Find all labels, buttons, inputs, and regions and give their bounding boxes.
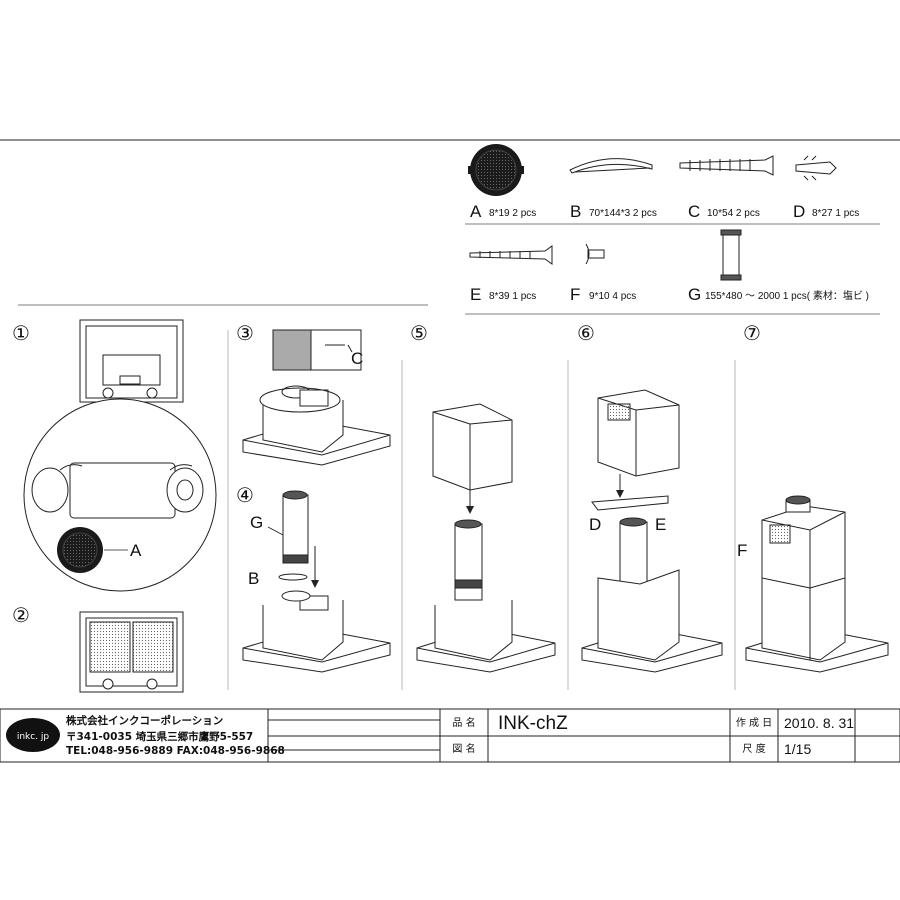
step-2-number: ② <box>12 603 30 627</box>
step-4-callout-b: B <box>248 569 259 588</box>
part-b-bracket-icon <box>569 158 653 174</box>
part-g-spec: 155*480 ～ 2000 1 pcs( 素材：塩ビ ) <box>705 289 869 302</box>
step-1-filter-a-icon <box>57 527 103 573</box>
step-6-duct <box>619 517 648 585</box>
part-d-spec: 8*27 1 pcs <box>812 208 859 219</box>
part-b-spec: 70*144*3 2 pcs <box>589 208 657 219</box>
step-4-hood-body <box>242 590 391 673</box>
step-7-hood-assembled <box>745 495 889 673</box>
company-name: 株式会社インクコーポレーション <box>66 714 223 727</box>
step-4-duct-g <box>282 490 309 564</box>
part-a-filter-icon <box>468 144 524 196</box>
step-6-bracket-e <box>591 495 669 511</box>
step-1-detail-circle <box>23 398 217 592</box>
part-b-letter: B <box>570 202 581 221</box>
part-e-letter: E <box>470 285 481 304</box>
company-phone: TEL:048-956-9889 FAX:048-956-9868 <box>66 745 285 757</box>
step-7-callout-f: F <box>737 541 747 560</box>
step-4-callout-g: G <box>250 513 263 532</box>
part-d-letter: D <box>793 202 805 221</box>
date-label: 作 成 日 <box>736 717 772 729</box>
step-5-number: ⑤ <box>410 321 428 345</box>
part-a-letter: A <box>470 202 482 221</box>
part-g-duct-icon <box>720 229 742 281</box>
step-6-callout-d: D <box>589 515 601 534</box>
step-6-cover <box>597 389 680 477</box>
step-3-hood-body <box>242 385 391 466</box>
step-6-hood-body <box>581 569 723 673</box>
step-6-number: ⑥ <box>577 321 595 345</box>
company-address: 〒341-0035 埼玉県三郷市鷹野5-557 <box>66 730 253 743</box>
scale-label: 尺 度 <box>742 742 765 755</box>
product-name: INK-chZ <box>498 713 568 734</box>
part-f-letter: F <box>570 285 580 304</box>
scale-value: 1/15 <box>784 741 811 757</box>
step-1-callout-a: A <box>130 541 142 560</box>
step-7-number: ⑦ <box>743 321 761 345</box>
step-2-hood-bottom-view <box>79 611 184 693</box>
part-e-spec: 8*39 1 pcs <box>489 291 536 302</box>
step-1-number: ① <box>12 321 30 345</box>
part-f-bolt-icon <box>585 243 605 265</box>
part-c-letter: C <box>688 202 700 221</box>
step-3-callout-c: C <box>351 349 363 368</box>
part-f-spec: 9*10 4 pcs <box>589 291 636 302</box>
part-g-letter: G <box>688 285 701 304</box>
part-a-spec: 8*19 2 pcs <box>489 208 536 219</box>
svg-text:inkc. jp: inkc. jp <box>17 732 50 742</box>
step-5-hood-body <box>416 600 556 673</box>
step-6-callout-e: E <box>655 515 666 534</box>
logo: inkc. jp <box>6 718 60 752</box>
date-value: 2010. 8. 31 <box>784 715 854 731</box>
part-c-spec: 10*54 2 pcs <box>707 208 760 219</box>
title-block-grid <box>0 708 900 763</box>
step-3-wall-detail <box>272 329 362 371</box>
drawing-name-label: 図 名 <box>452 742 475 755</box>
step-4-number: ④ <box>236 483 254 507</box>
part-c-screw-icon <box>679 155 774 176</box>
step-3-number: ③ <box>236 321 254 345</box>
part-e-screw-icon <box>469 245 553 265</box>
part-d-anchor-icon <box>795 155 837 181</box>
step-5-duct <box>454 519 483 601</box>
step-1-hood-front-view <box>79 319 184 403</box>
step-5-cover <box>432 403 513 491</box>
product-name-label: 品 名 <box>452 716 475 729</box>
